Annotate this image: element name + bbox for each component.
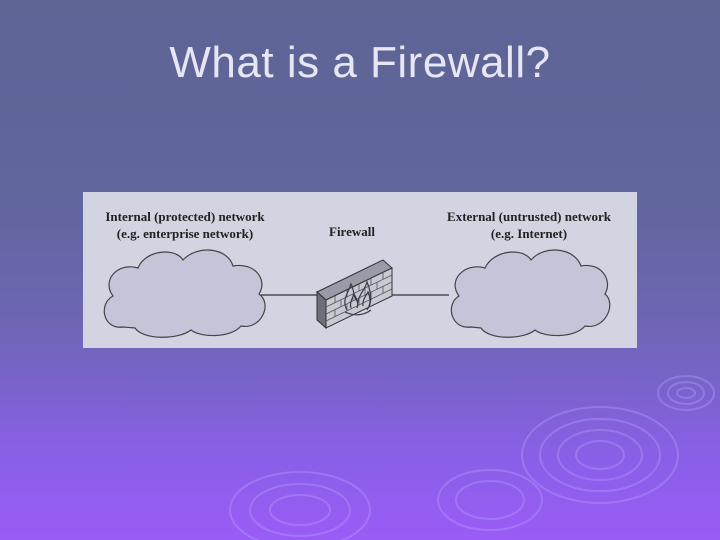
flame-icon — [344, 280, 372, 316]
external-network-example: (e.g. Internet) — [490, 226, 568, 241]
cloud-icon — [103, 249, 266, 338]
internal-network-title: Internal (protected) network — [105, 209, 265, 224]
cloud-icon — [450, 249, 611, 338]
slide-title: What is a Firewall? — [169, 38, 551, 87]
firewall-label: Firewall — [329, 224, 375, 239]
external-network-label: External (untrusted) network (e.g. Inter… — [439, 208, 619, 242]
firewall-diagram: Internal (protected) network (e.g. enter… — [83, 192, 637, 348]
internal-network-label: Internal (protected) network (e.g. enter… — [105, 208, 265, 242]
internal-network-example: (e.g. enterprise network) — [116, 226, 254, 241]
diagram-graphics — [103, 249, 611, 338]
brick-wall-icon — [316, 259, 393, 330]
external-network-title: External (untrusted) network — [447, 209, 611, 224]
